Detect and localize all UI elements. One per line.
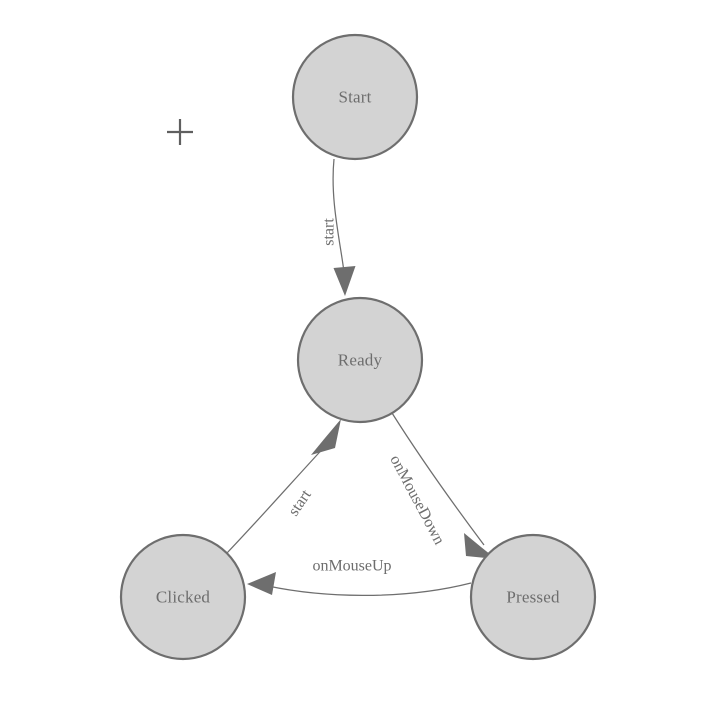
- arrowhead-ready-to-pressed: [464, 533, 496, 559]
- node-clicked-circle[interactable]: [119, 533, 247, 661]
- edge-path-start-to-ready: [332, 158, 345, 273]
- node-pressed-circle[interactable]: [469, 533, 597, 661]
- edge-path-ready-to-pressed: [391, 412, 485, 546]
- node-pressed-label: Pressed: [506, 588, 560, 607]
- edge-pressed-to-clicked[interactable]: onMouseUp: [247, 558, 472, 596]
- edge-path-clicked-to-ready: [226, 441, 330, 554]
- node-start-circle[interactable]: [291, 33, 419, 161]
- node-clicked-label: Clicked: [156, 588, 211, 607]
- edge-label-ready-to-pressed: onMouseDown: [386, 452, 447, 547]
- arrowhead-pressed-to-clicked: [247, 572, 276, 595]
- node-start-label: Start: [338, 88, 371, 107]
- edge-clicked-to-ready[interactable]: start: [226, 419, 341, 554]
- node-pressed[interactable]: Pressed: [469, 533, 597, 661]
- edge-label-start-to-ready: start: [321, 218, 338, 246]
- arrowhead-clicked-to-ready: [311, 419, 341, 455]
- edge-start-to-ready[interactable]: start: [321, 158, 356, 296]
- edge-label-clicked-to-ready: start: [285, 486, 315, 519]
- node-start[interactable]: Start: [291, 33, 419, 161]
- node-ready-circle[interactable]: [296, 296, 424, 424]
- node-clicked[interactable]: Clicked: [119, 533, 247, 661]
- arrowhead-start-to-ready: [333, 266, 356, 296]
- edge-label-pressed-to-clicked: onMouseUp: [312, 558, 391, 575]
- edge-ready-to-pressed[interactable]: onMouseDown: [386, 412, 496, 559]
- edge-path-pressed-to-clicked: [267, 582, 472, 596]
- node-ready-label: Ready: [338, 351, 383, 370]
- node-ready[interactable]: Ready: [296, 296, 424, 424]
- crosshair-cursor-icon: [167, 119, 193, 145]
